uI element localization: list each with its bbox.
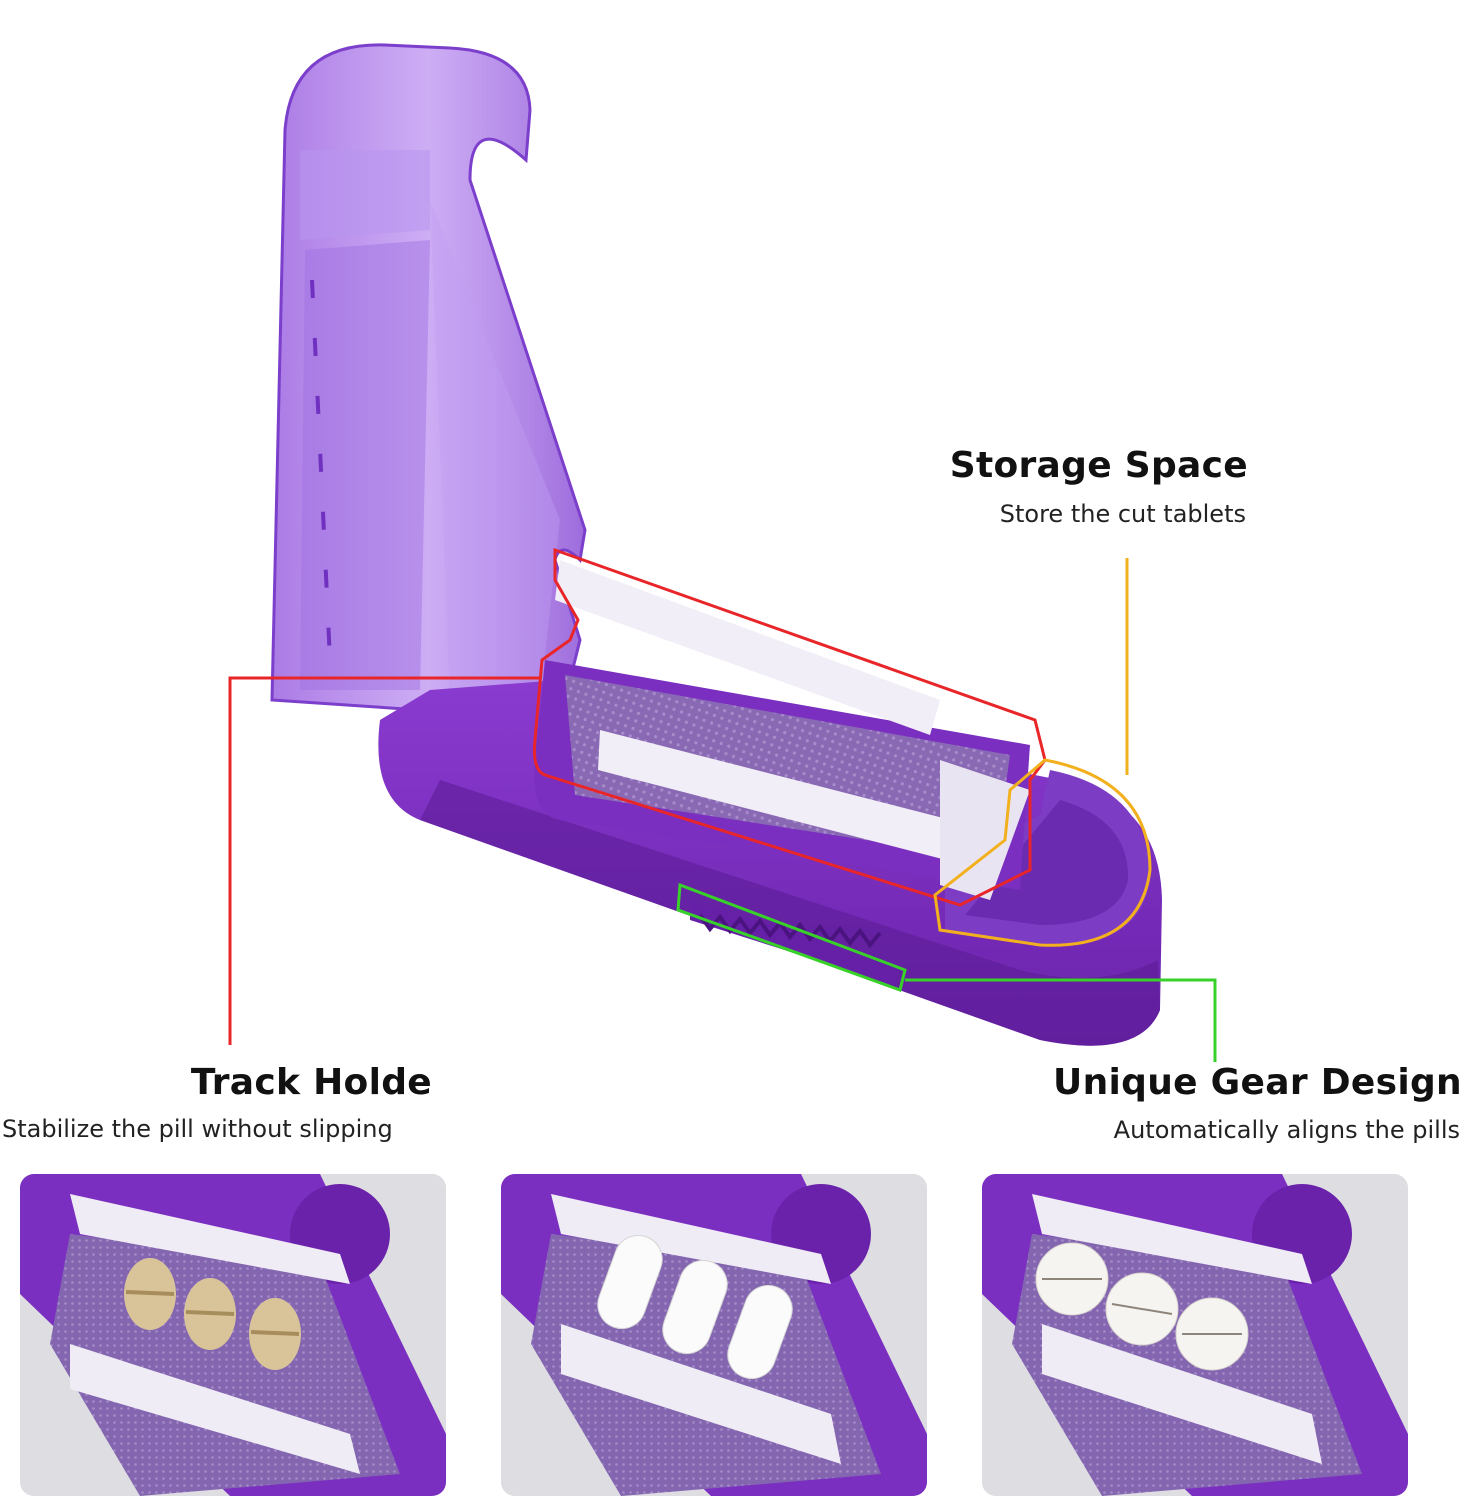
gear-strip — [690, 900, 900, 985]
thumbnail-round-white-pills — [982, 1174, 1408, 1496]
track-holder — [534, 560, 1030, 900]
thumbnail-oblong-white-pills — [501, 1174, 927, 1496]
track-holder-title: Track Holde — [190, 1062, 432, 1103]
pill-group — [597, 1234, 793, 1380]
clear-lid — [270, 43, 587, 723]
pill-group — [1035, 1242, 1249, 1371]
storage-space-title: Storage Space — [949, 445, 1248, 486]
pill-group — [124, 1258, 301, 1370]
pill-cutter-illustration — [228, 43, 1217, 1062]
storage-space-subtitle: Store the cut tablets — [999, 500, 1246, 528]
thumbnail-split-tan-pills — [20, 1174, 446, 1496]
callout-outlines — [228, 547, 1217, 1062]
gear-design-subtitle: Automatically aligns the pills — [1113, 1116, 1460, 1144]
track-holder-subtitle: Stabilize the pill without slipping — [2, 1115, 393, 1143]
gear-design-title: Unique Gear Design — [1053, 1062, 1462, 1103]
